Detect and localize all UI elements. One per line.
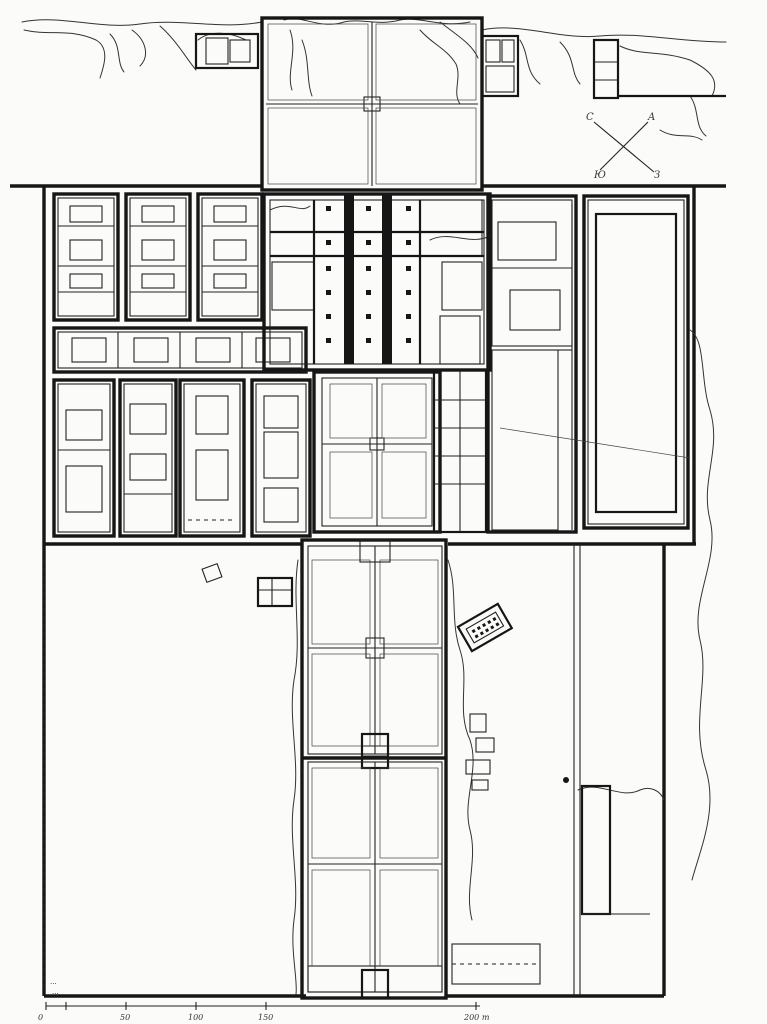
residential-blocks-lower bbox=[52, 378, 312, 538]
scale-tick-100: 100 bbox=[188, 1013, 203, 1022]
svg-text:A: A bbox=[647, 112, 655, 123]
east-small-ruins bbox=[465, 713, 569, 791]
scale-bar: 0 50 100 150 200 m bbox=[38, 1002, 490, 1022]
north-garden bbox=[260, 16, 484, 192]
central-palace bbox=[262, 192, 492, 372]
east-temple-pavilion bbox=[456, 602, 514, 653]
south-gardens bbox=[300, 538, 448, 1000]
north-pavilions bbox=[194, 32, 726, 100]
scale-tick-200: 200 m bbox=[463, 1013, 490, 1022]
east-large-enclosure bbox=[499, 194, 691, 530]
signature: ... bbox=[52, 988, 59, 996]
svg-text:З: З bbox=[654, 170, 660, 181]
svg-text:Ю: Ю bbox=[593, 170, 606, 181]
scale-tick-0: 0 bbox=[38, 1013, 43, 1022]
east-bank-sketch bbox=[291, 329, 715, 995]
outer-walls bbox=[10, 184, 726, 998]
credit-line: ... bbox=[50, 978, 57, 986]
residential-blocks-upper bbox=[52, 192, 264, 322]
garden-side-rooms bbox=[432, 368, 488, 534]
scale-tick-50: 50 bbox=[120, 1013, 130, 1022]
compass-rose: C A Ю З bbox=[586, 112, 660, 181]
svg-text:C: C bbox=[586, 112, 594, 123]
east-avenue bbox=[573, 544, 650, 996]
west-pavilions bbox=[201, 562, 294, 608]
central-garden bbox=[312, 370, 442, 534]
residential-blocks-middle bbox=[52, 326, 308, 374]
east-courtyards bbox=[486, 194, 578, 534]
column-grid bbox=[326, 206, 411, 343]
handwritten-notes: ... ... bbox=[50, 978, 59, 996]
scale-tick-150: 150 bbox=[258, 1013, 273, 1022]
southeast-enclosure bbox=[451, 943, 541, 985]
north-riverbank-sketch bbox=[21, 18, 727, 141]
